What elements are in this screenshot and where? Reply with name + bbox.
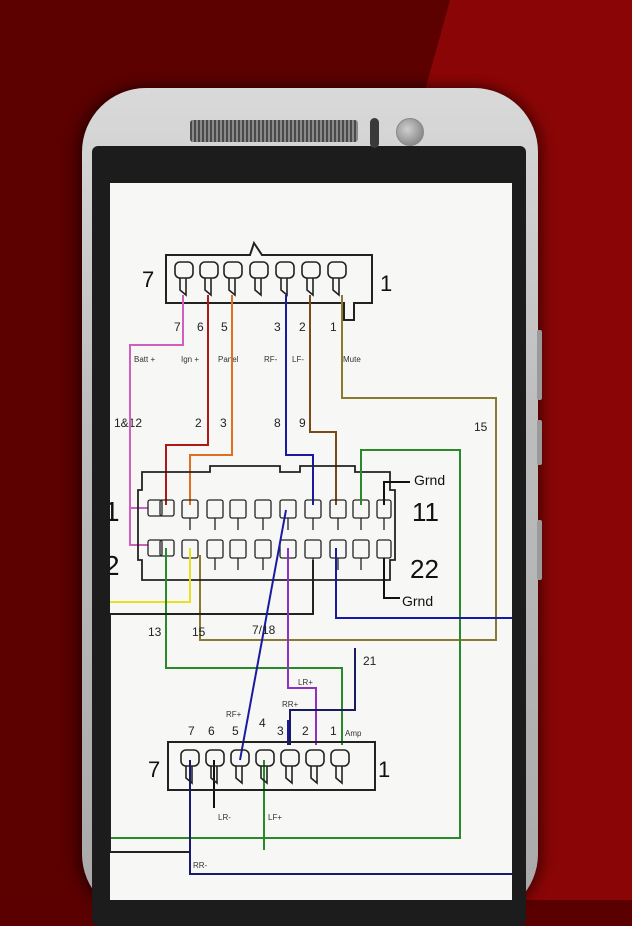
wires-lower xyxy=(110,449,512,875)
middle-connector: 1 11 2 22 xyxy=(110,465,439,584)
label-rf-minus: RF- xyxy=(264,355,278,364)
wire-red-21 xyxy=(360,548,361,830)
lower-label: 7/18 xyxy=(252,623,276,637)
top-pin: 6 xyxy=(197,320,204,334)
side-button[interactable] xyxy=(537,520,542,580)
wire-black-left xyxy=(110,560,314,615)
bottom-pin: 4 xyxy=(259,716,266,730)
bottom-pin: 7 xyxy=(188,724,195,738)
top-connector-right-number: 1 xyxy=(380,271,392,296)
wire-blue-right xyxy=(335,548,512,619)
amp-label: Amp xyxy=(345,729,362,738)
top-pin: 3 xyxy=(274,320,281,334)
label-rr-minus: RR- xyxy=(193,861,208,870)
ground-wires xyxy=(383,481,410,599)
volume-button[interactable] xyxy=(537,330,542,400)
wire-lf-minus xyxy=(309,295,337,505)
middle-connector-top-right: 11 xyxy=(412,497,439,527)
bottom-pin: 2 xyxy=(302,724,309,738)
label-mute: Mute xyxy=(343,355,361,364)
bottom-connector-right-number: 1 xyxy=(378,757,390,782)
wire-rr-minus xyxy=(189,760,512,875)
label-batt: Batt + xyxy=(134,355,155,364)
bottom-pin: 5 xyxy=(232,724,239,738)
bottom-pin: 3 xyxy=(277,724,284,738)
top-pin: 5 xyxy=(221,320,228,334)
mid-label: 15 xyxy=(474,420,488,434)
ground-top-label: Grnd xyxy=(414,472,445,488)
screen[interactable]: 7 1 7 6 5 3 2 1 Batt + Ign + Panel RF- L… xyxy=(110,183,512,900)
wire-dark-21 xyxy=(289,648,356,745)
top-pin: 1 xyxy=(330,320,337,334)
top-wire-labels: Batt + Ign + Panel RF- LF- Mute xyxy=(134,355,361,364)
wire-rf-minus xyxy=(285,295,314,505)
lower-label: 15 xyxy=(192,625,206,639)
mid-wire-numbers: 1&12 2 3 8 9 15 xyxy=(114,416,488,434)
bottom-wire-labels: LR- LF+ RR- xyxy=(193,813,282,870)
wire-green-long xyxy=(110,449,461,839)
label-rr-plus: RR+ xyxy=(282,700,299,709)
lower-label: 21 xyxy=(363,654,377,668)
label-rf-plus: RF+ xyxy=(226,710,242,719)
top-connector: 7 1 xyxy=(142,240,392,321)
proximity-sensor xyxy=(370,118,379,148)
wiring-diagram: 7 1 7 6 5 3 2 1 Batt + Ign + Panel RF- L… xyxy=(110,240,512,875)
lower-numbers: 13 15 7/18 21 xyxy=(148,623,377,668)
wire-rf-plus xyxy=(239,509,287,761)
wire-batt xyxy=(129,295,184,546)
front-camera-icon xyxy=(396,118,424,146)
top-pin-numbers: 7 6 5 3 2 1 xyxy=(174,320,337,334)
top-connector-left-number: 7 xyxy=(142,267,154,292)
top-pin: 2 xyxy=(299,320,306,334)
wires-top xyxy=(129,295,497,641)
wire-yellow xyxy=(110,548,191,603)
middle-connector-bottom-left: 2 xyxy=(110,550,120,581)
label-lf-plus: LF+ xyxy=(268,813,282,822)
middle-connector-bottom-right: 22 xyxy=(410,554,439,584)
mid-label: 9 xyxy=(299,416,306,430)
lower-wire-labels: LR+ RR+ RF+ xyxy=(226,678,313,719)
top-pin: 7 xyxy=(174,320,181,334)
lower-label: 13 xyxy=(148,625,162,639)
speaker-grille xyxy=(190,120,358,142)
middle-connector-top-left: 1 xyxy=(110,496,120,527)
ground-bottom-label: Grnd xyxy=(402,593,433,609)
mid-label: 8 xyxy=(274,416,281,430)
label-ign: Ign + xyxy=(181,355,199,364)
wire-mute xyxy=(199,295,497,641)
bottom-connector: 7 1 xyxy=(148,741,390,791)
wire-panel xyxy=(189,295,233,505)
bottom-pin: 1 xyxy=(330,724,337,738)
wire-ign xyxy=(165,295,209,505)
wire-purple-lr xyxy=(287,548,317,745)
label-lr-minus: LR- xyxy=(218,813,231,822)
power-button[interactable] xyxy=(537,420,542,465)
wire-green-13 xyxy=(165,548,343,745)
mid-label: 2 xyxy=(195,416,202,430)
label-lr-plus: LR+ xyxy=(298,678,313,687)
wire-left-border xyxy=(110,614,190,853)
mid-label: 1&12 xyxy=(114,416,142,430)
label-lf-minus: LF- xyxy=(292,355,304,364)
label-panel: Panel xyxy=(218,355,239,364)
bottom-pin-numbers: 7 6 5 4 3 2 1 xyxy=(188,716,337,738)
bottom-connector-left-number: 7 xyxy=(148,757,160,782)
mid-label: 3 xyxy=(220,416,227,430)
bottom-pin: 6 xyxy=(208,724,215,738)
